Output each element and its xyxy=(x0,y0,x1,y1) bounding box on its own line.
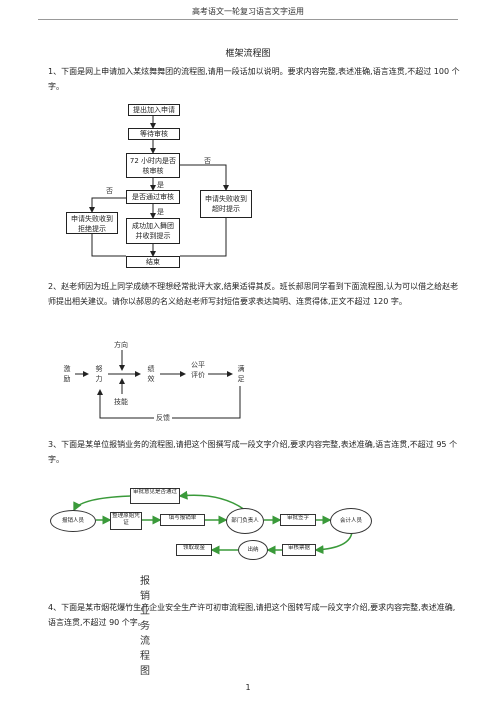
label-direction: 方向 xyxy=(114,341,128,349)
node-motivation: 激励 xyxy=(63,365,71,383)
node-effort: 努力 xyxy=(95,365,103,383)
header-rule xyxy=(38,19,458,20)
label-yes-1: 是 xyxy=(157,181,164,189)
node-staff: 报销人员 xyxy=(50,510,96,532)
label-yes-2: 是 xyxy=(157,208,164,216)
label-feedback: 反馈 xyxy=(154,413,172,423)
flowchart-3-caption: 报销业务流程图 xyxy=(140,576,150,677)
box-audit: 审核票据 xyxy=(282,544,316,556)
question-2-text: 2、赵老师因为班上同学成绩不理想经常批评大家,结果适得其反。班长郝思同学看到下面… xyxy=(48,282,459,306)
box-reject-check: 审批意见是否通过 xyxy=(130,488,180,504)
box-organize-vouchers: 整理原始凭证 xyxy=(110,512,142,530)
doc-title: 框架流程图 xyxy=(225,49,271,59)
label-no-2: 否 xyxy=(106,187,113,195)
node-satisfaction: 满足 xyxy=(237,365,245,383)
box-wait: 等待审核 xyxy=(128,128,180,140)
question-4-text: 4、下面是某市烟花爆竹生产企业安全生产许可初审流程图,请把这个图转写成一段文字介… xyxy=(48,603,456,627)
node-performance: 绩效 xyxy=(147,365,155,383)
box-sign: 审批签字 xyxy=(280,514,316,526)
node-fair-evaluation: 公平评价 xyxy=(191,361,205,379)
box-success: 成功加入舞团并收到提示 xyxy=(126,218,180,244)
box-end: 结束 xyxy=(126,256,180,268)
box-fail-timeout: 申请失败收到超时提示 xyxy=(200,190,252,218)
question-3-text: 3、下面是某单位报销业务的流程图,请把这个图撰写成一段文字介绍,要求内容完整,表… xyxy=(48,440,458,464)
label-ability: 技能 xyxy=(114,398,128,406)
page-header: 高考语文一轮复习语言文字运用 xyxy=(192,7,304,16)
box-pass-review: 是否通过审核 xyxy=(126,190,180,204)
question-1-text: 1、下面是网上申请加入某炫舞舞团的流程图,请用一段话加以说明。要求内容完整,表述… xyxy=(48,67,460,91)
node-cashier: 出纳 xyxy=(238,540,268,560)
label-no-1: 否 xyxy=(204,157,211,165)
box-fill-form: 填写报销单 xyxy=(160,514,205,526)
node-accountant: 会计人员 xyxy=(330,508,372,534)
box-review-72h: 72 小时内是否核审核 xyxy=(126,153,180,178)
box-fail-reject: 申请失败收到拒绝提示 xyxy=(66,212,118,234)
box-apply: 提出加入申请 xyxy=(128,104,180,116)
page-number: 1 xyxy=(245,683,251,692)
box-receive-cash: 领取现金 xyxy=(176,544,212,556)
node-dept-head: 部门负责人 xyxy=(226,508,264,534)
